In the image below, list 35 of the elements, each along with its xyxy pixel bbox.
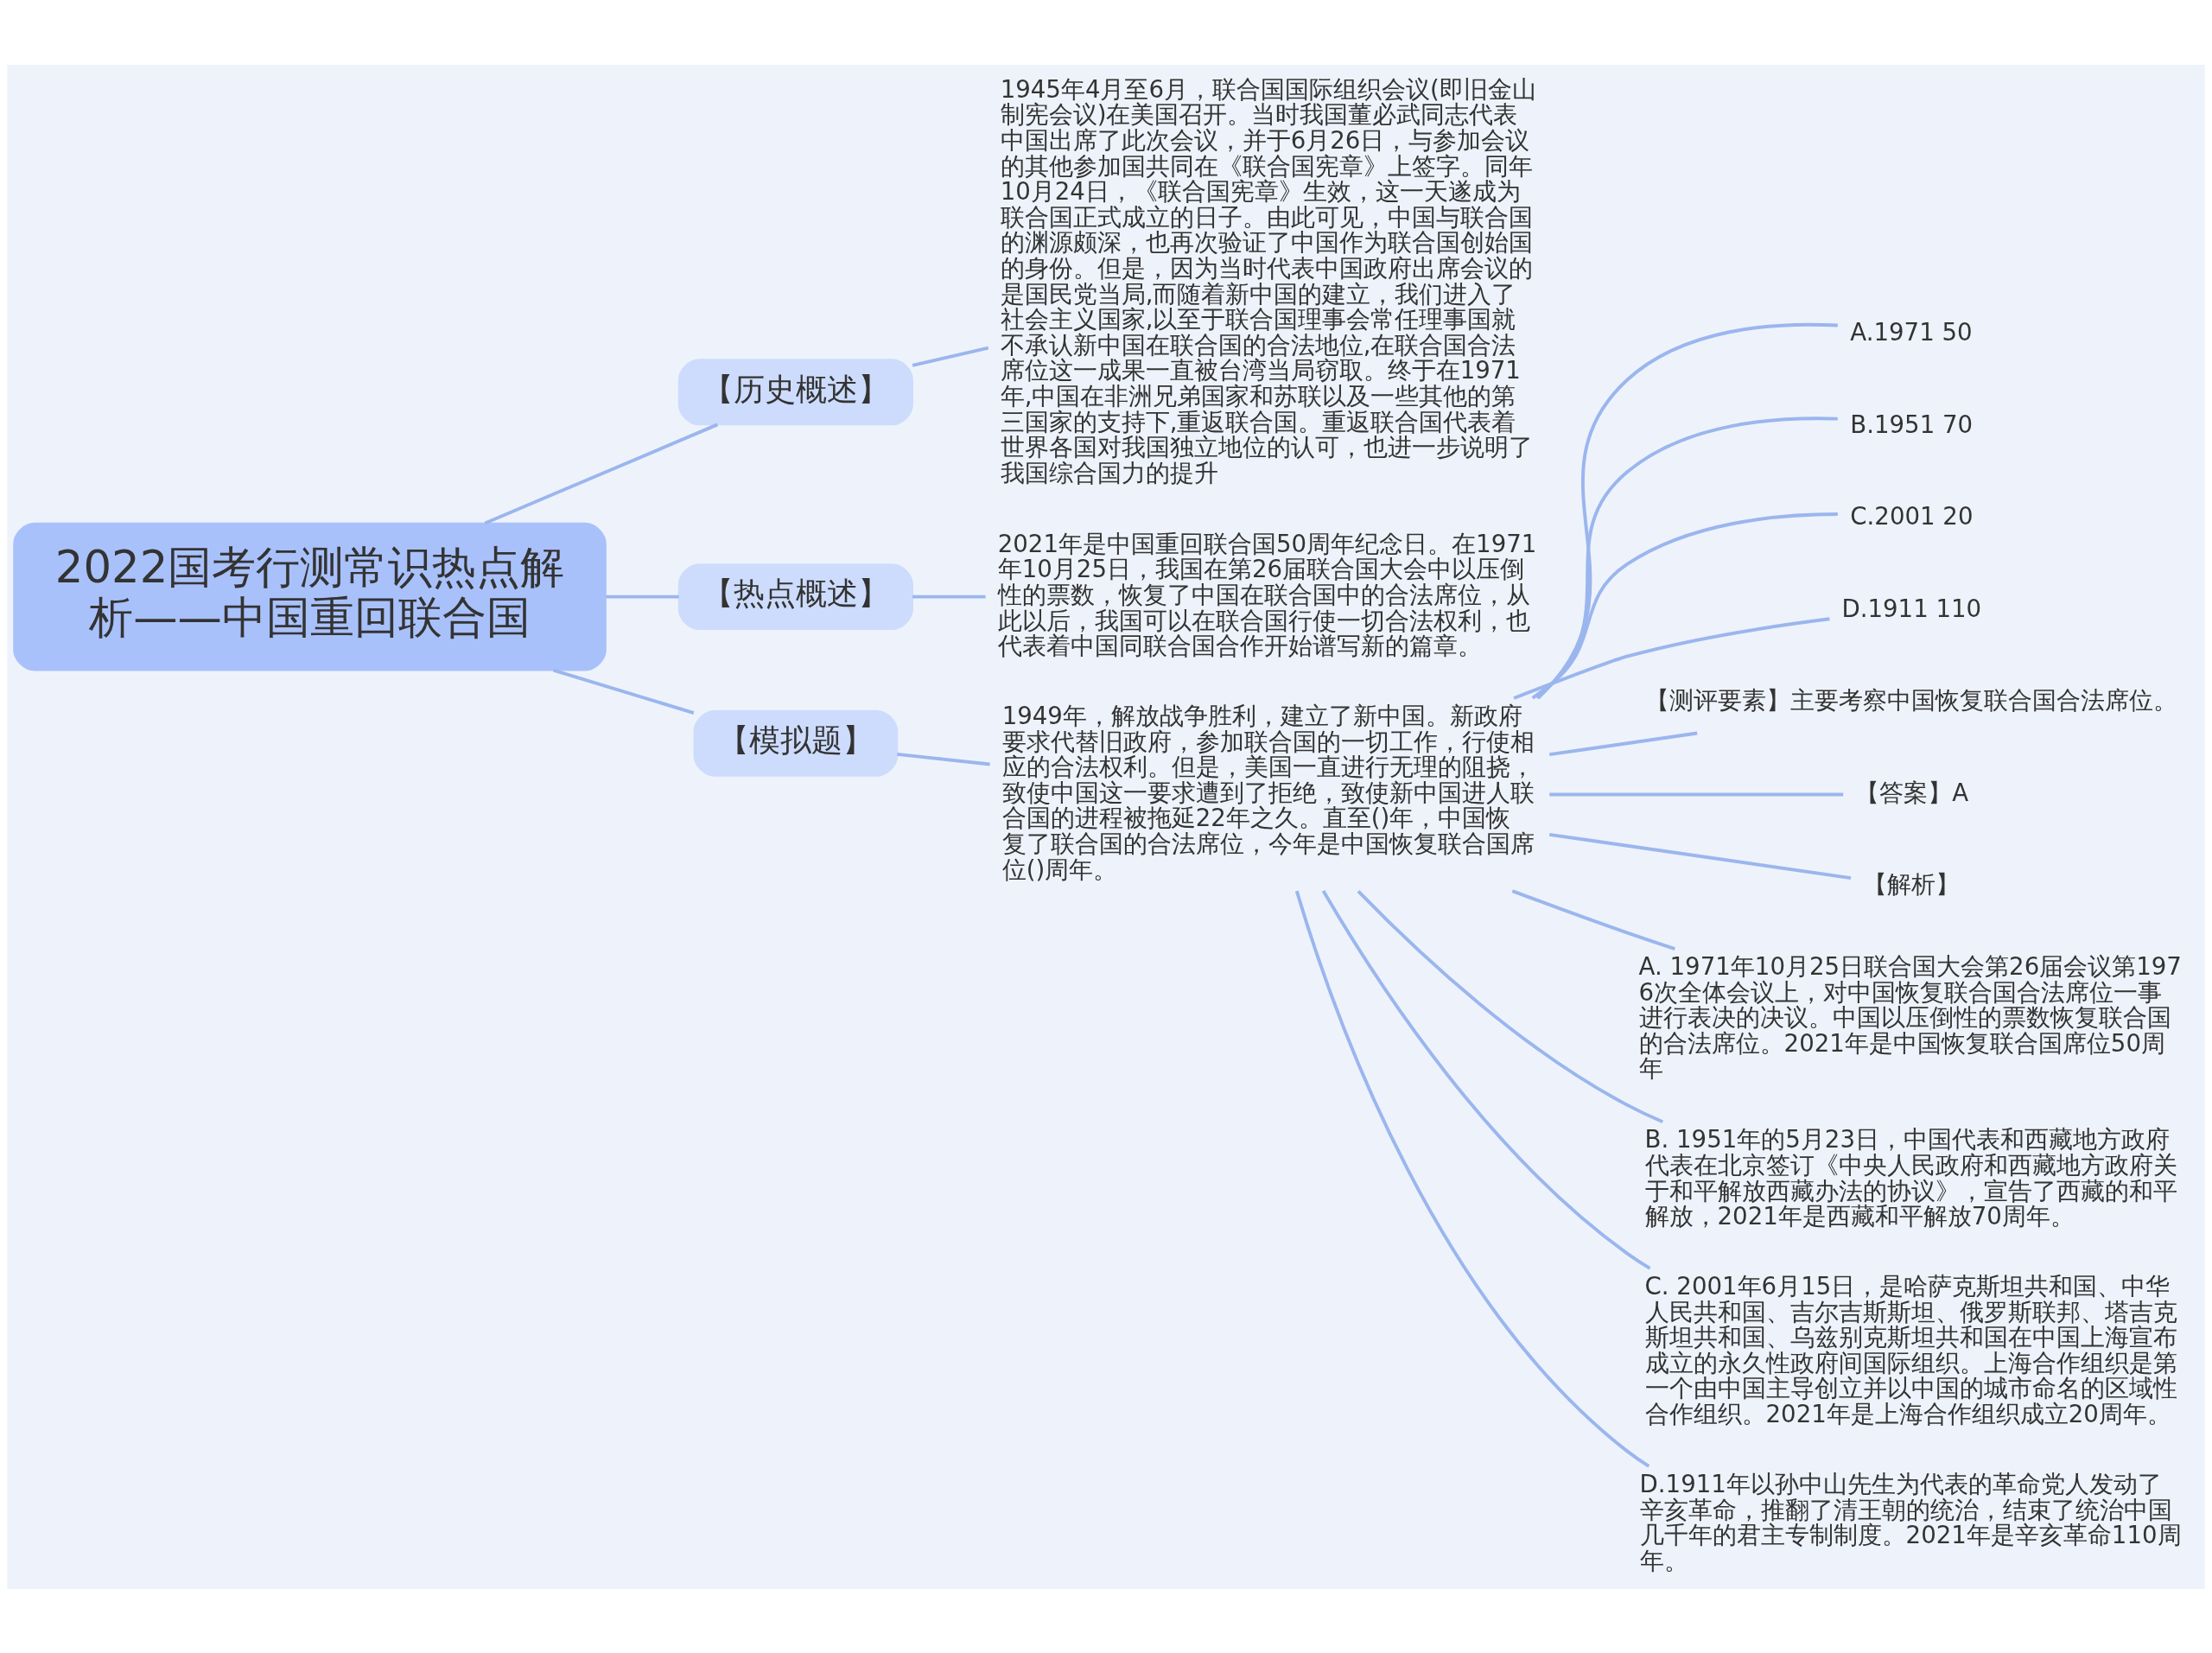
connector bbox=[1511, 888, 1675, 950]
node-text: 1945年4月至6月，联合国国际组织会议(即旧金山制宪会议)在美国召开。当时我国董必武同志代表中国出席了此次会议，并于6月26日，与参加会议的其他参加国共同在《联合国宪章》上签字。同年10月24日，《联合国宪章》生效，这一天遂成为联合国正式成立的日子。由此可见，中国与联合国的渊源颇深，也再次验证了中国作为联合国创始国的身份。但是，因为当时代表中国政府出席会议的是国民党当局,而随着新中国的建立，我们进入了社会主义国家,以至于联合国理事会常任理事国就不承认新中国在联合国的合法地位,在联合国合法席位这一成果一直被台湾当局窃取。终于在1971年,中国在非洲兄弟国家和苏联以及一些其他的第三国家的支持下,重返联合国。重返联合国代表着世界各国对我国独立地位的认可，也进一步说明了我国综合国力的提升 bbox=[1000, 74, 1536, 487]
connector bbox=[1548, 832, 1852, 880]
connector bbox=[912, 346, 989, 367]
node-text: D.1911 110 bbox=[1841, 594, 1982, 623]
node-text: B. 1951年的5月23日，中国代表和西藏地方政府代表在北京签订《中央人民政府和西藏地方政府关于和平解放西藏办法的协议》，宣告了西藏的和平解放，2021年是西藏和平解放70周年。 bbox=[1644, 1124, 2177, 1230]
connector bbox=[606, 594, 679, 599]
connector bbox=[1531, 512, 1838, 699]
connector bbox=[1321, 889, 1651, 1270]
connector bbox=[1513, 616, 1830, 700]
node-text: B.1951 70 bbox=[1850, 410, 1974, 439]
connector bbox=[1536, 322, 1838, 699]
connector bbox=[1549, 731, 1698, 756]
connector bbox=[1357, 889, 1664, 1123]
node-text: 【答案】A bbox=[1855, 778, 1969, 807]
node-text: C. 2001年6月15日，是哈萨克斯坦共和国、中华人民共和国、吉尔吉斯斯坦、俄罗斯联邦、塔吉克斯坦共和国、乌兹别克斯坦共和国在中国上海宣布成立的永久性政府间国际组织。上海合作组织是第一个由中国主导创立并以中国的城市命名的区域性合作组织。2021年是上海合作组织成立20周年。 bbox=[1644, 1271, 2177, 1428]
node-box: 【历史概述】 bbox=[677, 358, 914, 425]
node-text: 1949年，解放战争胜利，建立了新中国。新政府要求代替旧政府，参加联合国的一切工作，行使相应的合法权利。但是，美国一直进行无理的阻挠，致使中国这一要求遭到了拒绝，致使新中国进人联合国的进程被拖延22年之久。直至()年，中国恢复了联合国的合法席位，今年是中国恢复联合国席位()周年。 bbox=[1001, 701, 1535, 884]
connector bbox=[897, 752, 990, 766]
connector bbox=[1549, 792, 1844, 796]
node-text: 【测评要素】主要考察中国恢复联合国合法席位。 bbox=[1644, 685, 2177, 715]
connector bbox=[552, 668, 695, 715]
node-box: 【模拟题】 bbox=[693, 709, 899, 777]
node-text: 2021年是中国重回联合国50周年纪念日。在1971年10月25日，我国在第26届联合国大会中以压倒性的票数，恢复了中国在联合国中的合法席位，从此以后，我国可以在联合国行使一切合法权利，也代表着中国同联合国合作开始谱写新的篇章。 bbox=[997, 529, 1537, 660]
node-text: 【解析】 bbox=[1863, 869, 1961, 899]
connector bbox=[1535, 416, 1838, 699]
node-text: D.1911年以孙中山先生为代表的革命党人发动了辛亥革命，推翻了清王朝的统治，结束了统治中国几千年的君主专制制度。2021年是辛亥革命110周年。 bbox=[1639, 1469, 2182, 1575]
node-box: 2022国考行测常识热点解析——中国重回联合国 bbox=[13, 522, 607, 671]
node-text: C.2001 20 bbox=[1850, 501, 1974, 531]
connector bbox=[912, 594, 986, 599]
connector bbox=[484, 423, 719, 525]
node-box: 【热点概述】 bbox=[677, 563, 914, 630]
connector bbox=[1294, 890, 1650, 1467]
node-text: A. 1971年10月25日联合国大会第26届会议第1976次全体会议上，对中国恢复联合国合法席位一事进行表决的决议。中国以压倒性的票数恢复联合国的合法席位。2021年是中国恢复联合国席位50周年 bbox=[1638, 951, 2182, 1083]
node-text: A.1971 50 bbox=[1850, 317, 1973, 346]
